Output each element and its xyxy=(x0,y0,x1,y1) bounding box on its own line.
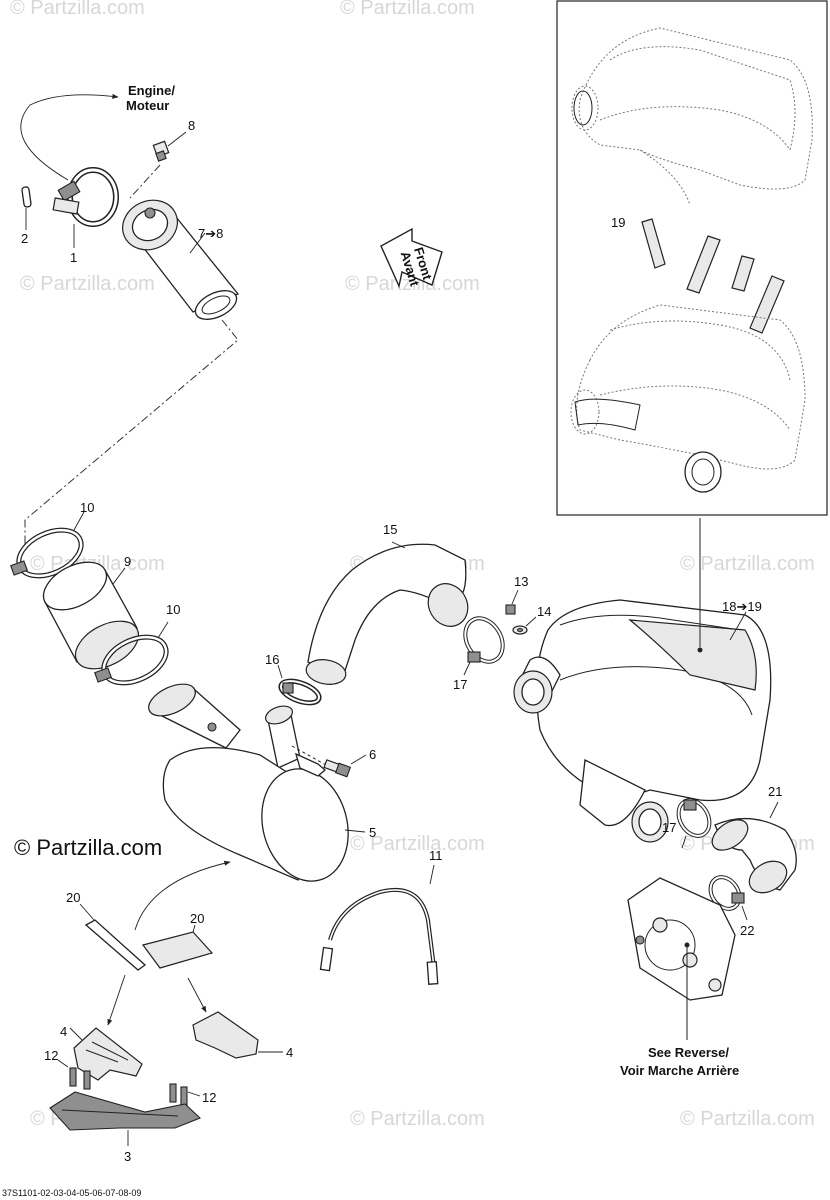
callout-17-upper: 17 xyxy=(453,677,467,692)
part-17-clamp-upper xyxy=(463,616,505,676)
callout-12-left: 12 xyxy=(44,1048,58,1063)
reverse-note: See Reverse/ Voir Marche Arrière xyxy=(620,1045,739,1078)
front-direction-arrow: Front Avant xyxy=(380,227,443,289)
part-9-sleeve xyxy=(42,561,140,670)
part-8-bolt xyxy=(129,131,187,199)
part-5-muffler xyxy=(148,683,366,882)
part-1-clamp xyxy=(52,167,119,248)
callout-4-left: 4 xyxy=(60,1024,67,1039)
callout-4-right: 4 xyxy=(286,1045,293,1060)
callout-3: 3 xyxy=(124,1149,131,1164)
part-4-bracket-right xyxy=(192,1011,283,1059)
callout-20-right: 20 xyxy=(190,911,204,926)
callout-9: 9 xyxy=(124,554,131,569)
part-14-washer xyxy=(512,616,537,635)
reverse-note-line2: Voir Marche Arrière xyxy=(620,1063,739,1078)
callout-11: 11 xyxy=(429,848,443,863)
part-7-exhaust-tube xyxy=(122,199,240,320)
callout-15: 15 xyxy=(383,522,397,537)
part-15-hose xyxy=(305,541,469,685)
assembly-arrow xyxy=(107,974,126,1026)
assembly-arrow xyxy=(134,860,231,931)
part-18-resonator xyxy=(513,518,772,843)
part-16-clamp xyxy=(277,664,322,706)
part-4-bracket-left xyxy=(69,1027,143,1081)
watermark: © Partzilla.com xyxy=(10,0,145,19)
watermark: © Partzilla.com xyxy=(340,0,475,19)
part-10-clamp-lower xyxy=(94,621,169,686)
watermark: © Partzilla.com xyxy=(350,833,485,855)
callout-10-upper: 10 xyxy=(80,500,94,515)
reverse-note-line1: See Reverse/ xyxy=(648,1045,729,1060)
part-10-clamp-upper xyxy=(10,511,85,579)
engine-note-line1: Engine/ xyxy=(128,83,175,98)
engine-arrow xyxy=(20,93,119,181)
callout-7: 7➔8 xyxy=(198,226,223,241)
watermark: © Partzilla.com xyxy=(350,1108,485,1130)
callout-18: 18➔19 xyxy=(722,599,762,614)
part-13-bolt xyxy=(505,589,519,615)
callout-10-lower: 10 xyxy=(166,602,180,617)
engine-note: Engine/ Moteur xyxy=(20,83,175,181)
assembly-arrow xyxy=(187,977,207,1013)
callout-13: 13 xyxy=(514,574,528,589)
part-20-pad-right xyxy=(141,924,214,969)
reverse-inset xyxy=(556,0,828,516)
watermark: © Partzilla.com xyxy=(345,273,480,295)
callout-21: 21 xyxy=(768,784,782,799)
callout-22: 22 xyxy=(740,923,754,938)
muffler-inset-lower xyxy=(570,304,806,493)
part-6-sensor xyxy=(291,745,367,778)
callout-17-lower: 17 xyxy=(662,820,676,835)
part-22-clamp xyxy=(708,875,748,921)
muffler-inset-upper xyxy=(571,27,813,206)
part-19-strips xyxy=(641,218,785,334)
reverse-plate xyxy=(627,877,736,1040)
callout-19: 19 xyxy=(611,215,625,230)
part-12-bolts-left xyxy=(57,1059,91,1090)
part-3-tray xyxy=(49,1091,202,1146)
copyright-text: © Partzilla.com xyxy=(14,835,162,860)
part-20-pad-left xyxy=(79,903,147,971)
callout-8: 8 xyxy=(188,118,195,133)
watermark: © Partzilla.com xyxy=(680,1108,815,1130)
watermark: © Partzilla.com xyxy=(20,273,155,295)
engine-note-line2: Moteur xyxy=(126,98,169,113)
part-11-strap xyxy=(319,864,439,985)
drawing-code: 37S1101-02-03-04-05-06-07-08-09 xyxy=(2,1188,141,1198)
callout-16: 16 xyxy=(265,652,279,667)
callout-14: 14 xyxy=(537,604,551,619)
part-21-outlet-hose xyxy=(711,801,797,894)
callout-20-left: 20 xyxy=(66,890,80,905)
callout-labels: 8 7➔8 1 2 10 9 10 16 15 13 14 17 18➔19 1… xyxy=(21,118,782,1164)
callout-1: 1 xyxy=(70,250,77,265)
assembly-line xyxy=(24,319,239,545)
callout-2: 2 xyxy=(21,231,28,246)
callout-5: 5 xyxy=(369,825,376,840)
callout-12-right: 12 xyxy=(202,1090,216,1105)
watermark: © Partzilla.com xyxy=(680,553,815,575)
part-17-clamp-lower xyxy=(676,798,712,849)
part-2-pin xyxy=(21,186,32,230)
callout-6: 6 xyxy=(369,747,376,762)
part-12-bolts-right xyxy=(169,1083,201,1106)
